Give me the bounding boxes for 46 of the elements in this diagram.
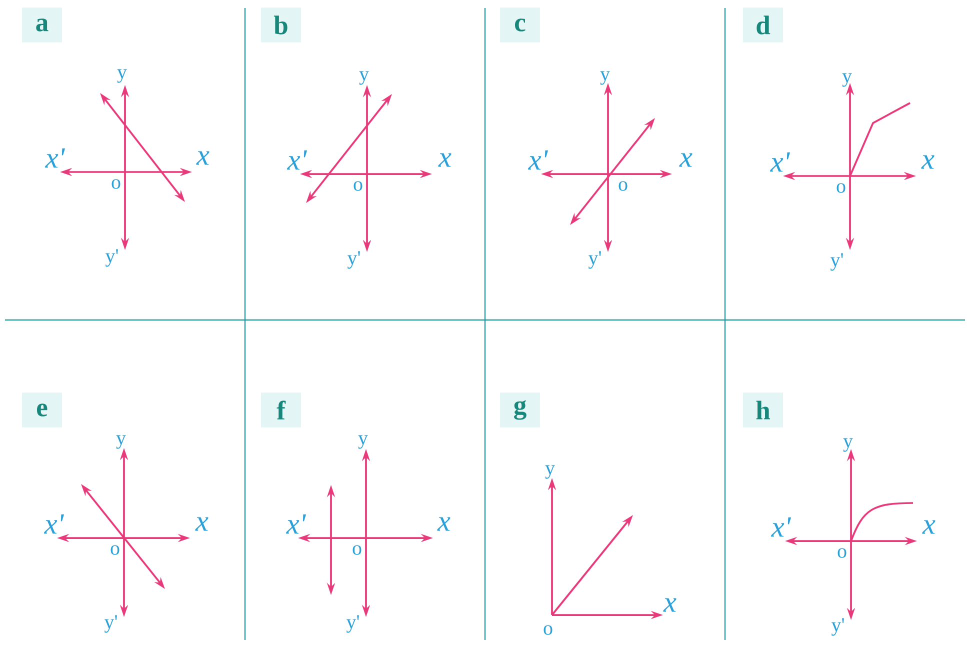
panel-letter: d: [743, 8, 783, 42]
axis-label: x: [663, 598, 676, 612]
axis-label: y: [545, 465, 555, 479]
axis-label: y': [105, 249, 118, 267]
axis-label: x': [287, 150, 308, 170]
panel-letter: e: [22, 392, 62, 428]
axis-label: x': [44, 514, 64, 534]
axis-label: x': [771, 517, 792, 537]
panel-letter: g: [500, 392, 540, 428]
panel-letter: b: [261, 8, 301, 42]
axis-label: y: [842, 73, 852, 87]
axis-label: y: [359, 71, 369, 85]
origin-label: o: [544, 625, 552, 635]
origin-label: o: [112, 179, 120, 189]
axis-label: x': [45, 148, 66, 168]
axis-label: y': [588, 251, 601, 269]
axis-label: x': [528, 150, 548, 170]
origin-label: o: [618, 181, 628, 191]
axis-label: y: [116, 435, 126, 449]
axis-label: x': [286, 514, 306, 534]
axis-label: x: [921, 155, 934, 169]
axis-label: y: [117, 69, 127, 83]
axis-label: y': [104, 615, 117, 633]
origin-label: o: [352, 545, 362, 555]
axis-label: x: [437, 517, 450, 531]
panel-letter: h: [743, 392, 783, 428]
axis-label: x: [922, 520, 936, 534]
axis-label: y: [843, 438, 853, 452]
axis-label: y: [358, 435, 368, 449]
origin-label: o: [110, 545, 120, 555]
origin-label: o: [838, 548, 846, 558]
axis-label: x: [438, 153, 452, 167]
panel-letter: f: [261, 392, 301, 428]
axis-label: x: [196, 151, 210, 165]
axis-label: y': [830, 253, 843, 271]
axis-label: y: [600, 71, 610, 85]
axis-label: x: [195, 517, 208, 531]
axis-label: x': [770, 152, 790, 172]
panel-letter: a: [22, 8, 62, 42]
axis-label: y': [831, 618, 844, 636]
axis-label: x: [679, 153, 692, 167]
axis-label: y': [347, 251, 360, 269]
origin-label: o: [354, 181, 362, 191]
axis-label: y': [346, 615, 359, 633]
origin-label: o: [836, 183, 846, 193]
panel-letter: c: [500, 8, 540, 42]
